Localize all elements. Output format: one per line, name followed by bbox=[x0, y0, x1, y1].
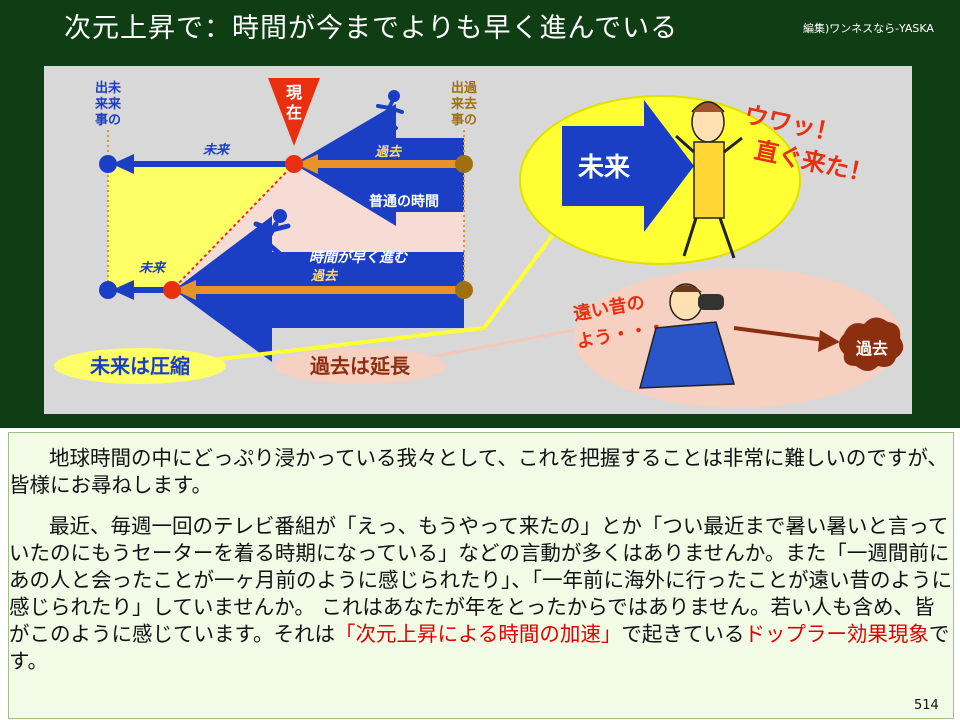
paragraph-1: 地球時間の中にどっぷり浸かっている我々として、これを把握することは非常に難しいの… bbox=[9, 445, 953, 499]
paragraph-2: 最近、毎週一回のテレビ番組が「えっ、もうやって来たの」とか「つい最近まで暑い暑い… bbox=[9, 513, 953, 675]
compression-area bbox=[108, 164, 294, 290]
future-label-top: 未来 bbox=[203, 142, 231, 158]
text-panel: 地球時間の中にどっぷり浸かっている我々として、これを把握することは非常に難しいの… bbox=[8, 432, 954, 719]
past-cloud-label: 過去 bbox=[855, 339, 888, 358]
paragraph-2-highlight-2: ドップラー効果現象 bbox=[744, 622, 929, 646]
runner-icon-top bbox=[370, 90, 404, 130]
future-compressed-badge bbox=[54, 348, 226, 384]
future-dot-top bbox=[99, 155, 117, 173]
paragraph-2-text-c: です。 bbox=[9, 622, 950, 673]
present-marker bbox=[268, 78, 320, 146]
present-dot-top bbox=[285, 155, 303, 173]
future-compressed-label: 未来は圧縮 bbox=[90, 354, 190, 378]
runner-icon-bottom bbox=[247, 209, 291, 257]
binoculars-man-illustration bbox=[639, 283, 735, 389]
past-event-label-2: 来去 bbox=[450, 96, 477, 112]
future-connector bbox=[193, 204, 576, 364]
time-diagram: 現 在 出未 来来 事の 出過 来去 事の 未来 過去 普通の時間 時間が早く進… bbox=[54, 78, 904, 408]
page-title: 次元上昇で：時間が今までよりも早く進んでいる bbox=[64, 13, 679, 44]
past-event-label-1: 出過 bbox=[451, 80, 478, 96]
to-past-arrow bbox=[733, 326, 825, 342]
future-bubble-label: 未来 bbox=[578, 153, 631, 183]
past-connector bbox=[403, 326, 585, 364]
past-label-top: 過去 bbox=[374, 144, 403, 160]
present-dot-bottom bbox=[163, 281, 181, 299]
paragraph-2-text-a: 最近、毎週一回のテレビ番組が「えっ、もうやって来たの」とか「つい最近まで暑い暑い… bbox=[9, 514, 952, 646]
past-extended-badge bbox=[274, 348, 446, 384]
credit-text: 編集)ワンネスなら-YASKA bbox=[803, 22, 934, 35]
present-shift-line bbox=[171, 163, 295, 291]
time-fast-label: 時間が早く進む bbox=[309, 249, 409, 266]
past-event-label-3: 事の bbox=[451, 112, 477, 128]
present-label-1: 現 bbox=[286, 83, 302, 102]
diagram-panel: 現 在 出未 来来 事の 出過 来去 事の 未来 過去 普通の時間 時間が早く進… bbox=[44, 66, 912, 414]
paragraph-1-text: 地球時間の中にどっぷり浸かっている我々として、これを把握することは非常に難しいの… bbox=[9, 446, 948, 497]
future-event-label-1: 出未 bbox=[95, 80, 122, 96]
paragraph-2-text-b: で起きている bbox=[621, 622, 745, 646]
past-extended-label: 過去は延長 bbox=[310, 354, 411, 378]
shocked-woman-illustration bbox=[675, 101, 743, 259]
future-event-label-2: 来来 bbox=[94, 96, 122, 112]
past-label-bottom: 過去 bbox=[310, 268, 339, 284]
future-event-label-3: 事の bbox=[95, 112, 121, 128]
present-label-2: 在 bbox=[286, 103, 302, 122]
past-dot-top bbox=[455, 155, 473, 173]
title-bar: 次元上昇で：時間が今までよりも早く進んでいる 編集)ワンネスなら-YASKA bbox=[0, 0, 960, 50]
past-dot-bottom bbox=[455, 281, 473, 299]
future-arrow-big bbox=[562, 100, 694, 232]
page-number: 514 bbox=[914, 698, 939, 713]
future-dot-bottom bbox=[99, 281, 117, 299]
past-cloud bbox=[839, 317, 904, 371]
paragraph-2-highlight-1: 「次元上昇による時間の加速」 bbox=[334, 622, 622, 646]
normal-time-label: 普通の時間 bbox=[369, 193, 439, 210]
future-label-bottom: 未来 bbox=[139, 260, 167, 276]
